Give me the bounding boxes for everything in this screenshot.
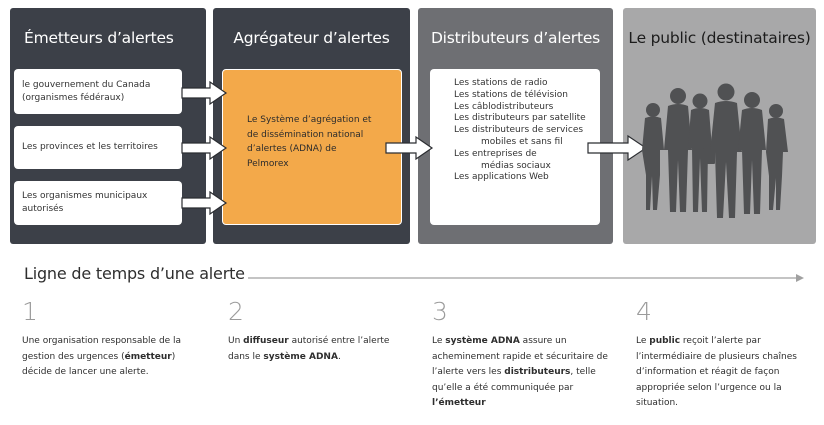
distributor-item: Les distributeurs de services: [454, 125, 584, 136]
distributor-item: Les stations de télévision: [454, 89, 568, 100]
step-keyword: l’émetteur: [432, 398, 486, 408]
step-text-segment: autorisé entre l’alerte dans le: [228, 336, 390, 362]
step-number: 2: [228, 297, 244, 326]
step-number: 3: [432, 297, 448, 326]
right-arrow-icon: [587, 134, 648, 162]
distributor-item: Les applications Web: [454, 172, 549, 183]
emitter-line: Les organismes municipaux: [22, 191, 148, 201]
step-text-segment: Le: [636, 336, 650, 346]
distributors-box: Les stations de radio Les stations de té…: [430, 69, 600, 225]
right-arrow-icon: [181, 80, 228, 106]
distributor-item: médias sociaux: [481, 160, 551, 171]
timeline-title: Ligne de temps d’une alerte: [24, 264, 245, 283]
public-title: Le public (destinataires): [628, 29, 811, 47]
step-text-segment: ) décide de lancer une alerte.: [22, 351, 176, 378]
step-text-segment: reçoit l’alerte par l’intermédiaire de p…: [636, 336, 797, 408]
distributors-title: Distributeurs d’alertes: [430, 29, 601, 47]
right-arrow-icon: [181, 135, 228, 161]
step-description: Un diffuseur autorisé entre l’alerte dan…: [228, 334, 413, 365]
step-keyword: diffuseur: [243, 336, 289, 346]
step-number: 4: [636, 297, 652, 326]
distributor-item: mobiles et sans fil: [481, 136, 563, 147]
emitter-box-federal: le gouvernement du Canada (organismes fé…: [14, 69, 182, 114]
emitter-box-municipal: Les organismes municipaux autorisés: [14, 181, 182, 225]
step-keyword: public: [649, 336, 681, 346]
people-silhouettes-icon: [642, 83, 788, 218]
aggregator-box: Le Système d’agrégation et de disséminat…: [222, 69, 402, 225]
aggregator-line: d’alertes (ADNA) de: [247, 144, 337, 154]
aggregator-line: Pelmorex: [247, 158, 289, 169]
step-text-segment: Le: [432, 336, 446, 346]
distributor-item: Les câblodistributeurs: [454, 101, 554, 112]
timeline-arrow: [248, 274, 804, 282]
step-text-segment: Un: [228, 336, 244, 346]
step-text-segment: .: [337, 351, 341, 362]
step-keyword: émetteur: [124, 351, 172, 362]
emitter-box-provinces: Les provinces et les territoires: [14, 126, 182, 169]
emitter-line: Les provinces et les territoires: [22, 142, 158, 152]
step-description: Le public reçoit l’alerte par l’interméd…: [636, 334, 816, 412]
step-description: Une organisation responsable de la gesti…: [22, 334, 207, 381]
distributor-item: Les entreprises de: [454, 148, 537, 159]
aggregator-line: Le Système d’agrégation et: [247, 115, 372, 125]
aggregator-title: Agrégateur d’alertes: [233, 29, 390, 47]
step-description: Le système ADNA assure un acheminement r…: [432, 334, 612, 412]
emitter-line: autorisés: [22, 204, 64, 214]
step-text-segment: Une organisation responsable de la gesti…: [22, 336, 182, 362]
distributor-item: Les distributeurs par satellite: [454, 113, 586, 124]
distributor-item: Les stations de radio: [454, 78, 548, 88]
right-arrow-icon: [181, 190, 228, 216]
step-text-segment: , telle qu’elle a été communiquée par: [432, 367, 596, 393]
right-arrow-icon: [385, 135, 434, 161]
aggregator-line: de dissémination national: [247, 129, 364, 140]
step-keyword: distributeurs: [504, 367, 571, 377]
emitters-title: Émetteurs d’alertes: [24, 29, 174, 47]
step-keyword: système ADNA: [263, 351, 338, 362]
step-number: 1: [22, 297, 38, 326]
emitter-line: le gouvernement du Canada: [22, 79, 151, 90]
step-text-segment: assure un acheminement rapide et sécurit…: [432, 336, 608, 377]
emitter-line: (organismes fédéraux): [22, 92, 125, 103]
step-keyword: système ADNA: [445, 336, 520, 346]
